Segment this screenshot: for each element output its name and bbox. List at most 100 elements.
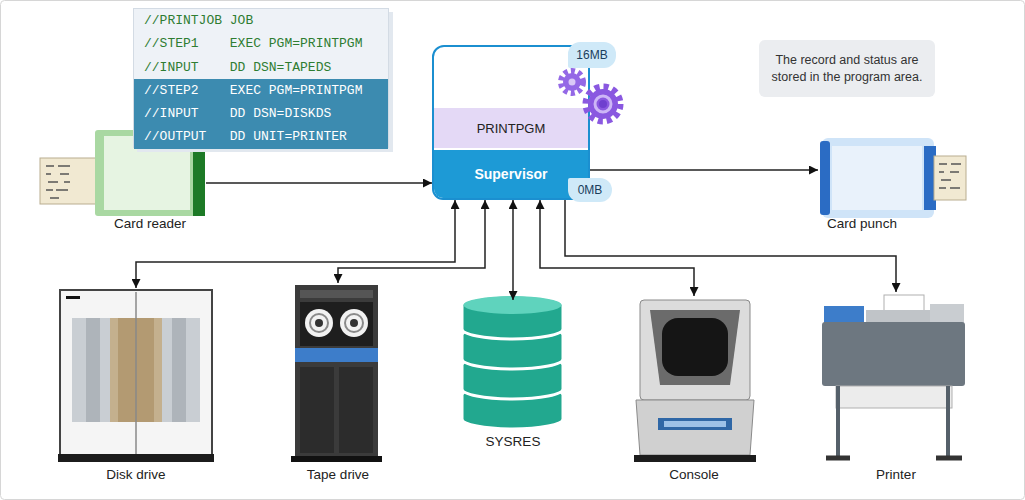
disk-mark — [66, 296, 80, 299]
tape-reel — [305, 309, 333, 337]
console-base — [634, 455, 756, 462]
printer-feet — [826, 456, 962, 461]
memory-box: 16MBPRINTPGMSupervisor0MB — [432, 45, 590, 200]
device-label: SYSRES — [486, 434, 541, 450]
disk-layer — [462, 385, 563, 429]
gear-ring — [595, 96, 611, 112]
keyboard — [658, 418, 732, 430]
tape-window — [300, 302, 373, 346]
data-flow-arrow — [512, 200, 514, 300]
device-label: Disk drive — [106, 467, 165, 483]
device-label: Card reader — [114, 216, 186, 232]
tape-drive: Tape drive — [288, 283, 388, 483]
paper-out — [836, 386, 952, 408]
disk-cabinet — [60, 290, 212, 456]
data-flow-arrow — [206, 182, 432, 184]
jcl-listing: //PRINTJOB JOB//STEP1 EXEC PGM=PRINTPGM/… — [133, 8, 389, 148]
disk-layer — [462, 325, 563, 369]
gear-teeth — [561, 71, 583, 93]
device-label: Printer — [876, 467, 916, 483]
disk-door-line — [135, 292, 137, 455]
disk-top — [464, 296, 562, 314]
printer-panel — [824, 306, 864, 326]
reel-ring — [310, 314, 328, 332]
console-illustration — [634, 300, 756, 462]
data-flow-arrow — [590, 169, 818, 171]
printer-legs — [838, 386, 948, 456]
jcl-line: //INPUT DD DSN=DISKDS — [134, 102, 388, 125]
tape-reel — [340, 309, 368, 337]
note-text: The record and status are stored in the … — [767, 52, 927, 86]
printer-illustration — [822, 295, 965, 458]
address-label: 0MB — [578, 183, 603, 197]
device-label: Tape drive — [307, 467, 369, 483]
reel-hub — [315, 319, 323, 327]
disk-layer — [462, 295, 563, 339]
disk-drive: Disk drive — [58, 288, 214, 483]
gear-body — [588, 89, 618, 119]
disk-window — [72, 318, 200, 422]
tape-drive-illustration — [291, 285, 382, 462]
tape-cabinet — [295, 285, 378, 460]
disk-stripe — [118, 318, 154, 422]
keys — [664, 421, 726, 427]
card-punch: Card punch — [818, 136, 968, 232]
disk-stripe — [172, 318, 186, 422]
gear-body — [563, 73, 581, 91]
printer-top — [930, 304, 964, 326]
gear-icon — [561, 71, 620, 121]
card-reader: Card reader — [40, 128, 206, 232]
data-flow-arrow — [338, 200, 485, 283]
printer-top — [866, 310, 932, 326]
punched-cards — [40, 158, 102, 204]
disk-drive-illustration — [58, 290, 214, 462]
disk-base — [58, 454, 214, 462]
reel-hub — [350, 319, 358, 327]
jcl-line: //OUTPUT DD UNIT=PRINTER — [134, 125, 388, 148]
printer-body — [822, 322, 965, 386]
address-callout: 16MB — [568, 42, 616, 68]
printer: Printer — [818, 292, 974, 483]
gear-hub — [569, 79, 576, 86]
tape-top — [300, 290, 373, 298]
punch-panel — [832, 146, 922, 210]
disk-layer — [462, 355, 563, 399]
device-label: Card punch — [827, 216, 897, 232]
card-punch-illustration — [820, 138, 966, 218]
sysres-illustration — [462, 295, 563, 429]
disk-stripe — [110, 318, 162, 422]
program-area: PRINTPGM — [434, 108, 588, 148]
device-label: Console — [669, 467, 719, 483]
card-holes — [46, 166, 70, 198]
jcl-line: //STEP1 EXEC PGM=PRINTPGM — [134, 32, 388, 55]
address-label: 16MB — [576, 48, 607, 62]
gear-teeth — [586, 87, 620, 121]
punch-strip — [924, 146, 936, 210]
note-box: The record and status are stored in the … — [759, 40, 935, 97]
gear-hub — [599, 100, 607, 108]
supervisor-label: Supervisor — [474, 166, 547, 182]
punch-body — [822, 138, 934, 218]
punched-cards — [934, 156, 966, 200]
jcl-line: //INPUT DD DSN=TAPEDS — [134, 56, 388, 79]
jcl-line: //PRINTJOB JOB — [134, 9, 388, 32]
console-desk — [636, 400, 754, 455]
address-callout: 0MB — [568, 178, 612, 202]
reel-ring — [345, 314, 363, 332]
punch-strip — [820, 141, 830, 215]
console: Console — [632, 296, 756, 483]
data-flow-arrow — [136, 200, 455, 288]
tape-door — [339, 367, 373, 453]
disk-stripe — [86, 318, 100, 422]
jcl-line: //STEP2 EXEC PGM=PRINTPGM — [134, 79, 388, 102]
monitor-bezel — [650, 310, 740, 385]
monitor-screen — [662, 318, 728, 376]
monitor-case — [640, 300, 750, 400]
program-name: PRINTPGM — [477, 121, 546, 136]
system-residence-disk: SYSRES — [458, 300, 568, 450]
tape-door — [300, 367, 334, 453]
data-flow-arrow — [565, 200, 896, 292]
tape-band — [295, 348, 378, 362]
